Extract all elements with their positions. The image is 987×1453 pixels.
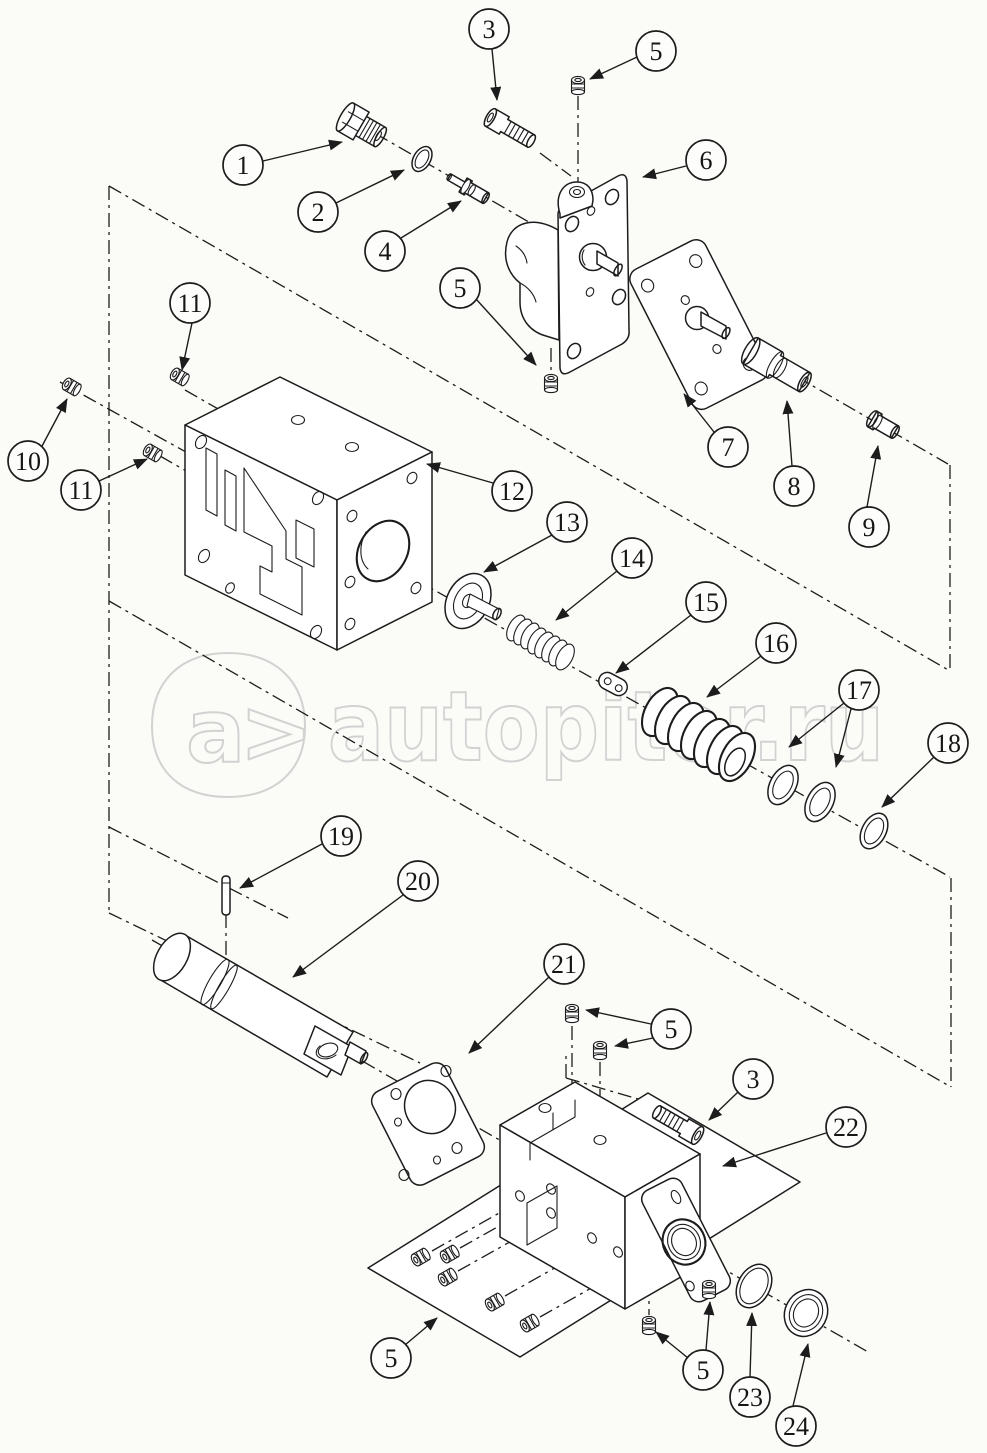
callout-6[interactable]: 6 [642, 139, 727, 181]
axis-screw3-bottom [565, 1056, 646, 1102]
part-set-screw-top [570, 75, 586, 96]
callout-8[interactable]: 8 [773, 400, 815, 507]
part-o-ring [735, 1263, 773, 1309]
part-hex-plug [335, 102, 388, 148]
svg-text:22: 22 [833, 1113, 859, 1142]
part-gasket-top [629, 239, 769, 411]
part-washer-17a [767, 764, 799, 806]
part-seal-ring [783, 1288, 829, 1338]
watermark-logo-blob [150, 651, 307, 799]
part-seal-washer [411, 145, 433, 173]
callout-17[interactable]: 17 [788, 669, 880, 768]
svg-text:5: 5 [454, 274, 467, 303]
svg-text:8: 8 [788, 472, 801, 501]
svg-text:21: 21 [551, 950, 577, 979]
svg-text:3: 3 [747, 1065, 760, 1094]
svg-text:5: 5 [650, 37, 663, 66]
callout-10[interactable]: 10 [7, 398, 68, 482]
callout-4[interactable]: 4 [364, 200, 462, 272]
boundary-diagonal-mid [108, 600, 952, 1088]
part-spring-large [640, 686, 757, 783]
callout-18[interactable]: 18 [881, 722, 969, 808]
part-link-plate [598, 671, 628, 697]
part-cap-screw-top [481, 106, 540, 152]
svg-text:5: 5 [385, 1344, 398, 1373]
callout-23[interactable]: 23 [729, 1312, 771, 1418]
svg-text:18: 18 [935, 729, 961, 758]
svg-text:11: 11 [177, 289, 202, 318]
callout-5-plate[interactable]: 5 [370, 1317, 438, 1379]
callout-5-bottom[interactable]: 5 [655, 1301, 724, 1391]
callout-11-upper[interactable]: 11 [169, 282, 211, 371]
svg-text:11: 11 [68, 476, 93, 505]
callout-1[interactable]: 1 [222, 139, 343, 186]
callout-12[interactable]: 12 [426, 462, 533, 512]
part-valve-cover [504, 174, 630, 375]
callout-3-top[interactable]: 3 [468, 8, 510, 101]
part-pin [221, 875, 231, 916]
svg-text:4: 4 [379, 237, 392, 266]
callout-13[interactable]: 13 [483, 501, 588, 573]
callout-2[interactable]: 2 [297, 169, 405, 233]
callout-5-mid[interactable]: 5 [439, 267, 537, 366]
axis-screw3-top [539, 152, 572, 177]
svg-text:17: 17 [846, 676, 872, 705]
callout-20[interactable]: 20 [292, 860, 439, 978]
svg-text:12: 12 [499, 477, 525, 506]
part-bushing [740, 336, 812, 393]
part-set-screw-10 [59, 376, 84, 398]
part-set-screw-11a [167, 366, 192, 388]
watermark-logo-text: a> [186, 680, 307, 783]
svg-text:24: 24 [783, 1412, 809, 1441]
part-lower-valve-body [499, 1081, 732, 1310]
part-washer-18 [859, 812, 889, 850]
part-spring-small [506, 614, 575, 671]
svg-text:23: 23 [737, 1383, 763, 1412]
svg-text:5: 5 [697, 1356, 710, 1385]
callout-9[interactable]: 9 [848, 445, 890, 548]
part-retainer-disc [444, 572, 502, 630]
part-set-screw-e [641, 1315, 657, 1336]
callout-24[interactable]: 24 [775, 1343, 817, 1447]
svg-text:6: 6 [700, 146, 713, 175]
callout-21[interactable]: 21 [468, 943, 585, 1054]
callout-5-top[interactable]: 5 [589, 30, 677, 80]
svg-text:14: 14 [619, 544, 645, 573]
part-fitting [865, 410, 900, 439]
svg-text:9: 9 [863, 513, 876, 542]
svg-text:15: 15 [693, 588, 719, 617]
callout-14[interactable]: 14 [555, 537, 653, 621]
callout-22[interactable]: 22 [722, 1106, 867, 1168]
axis-pin [108, 826, 289, 919]
svg-text:1: 1 [237, 151, 250, 180]
svg-text:3: 3 [483, 15, 496, 44]
callout-16[interactable]: 16 [706, 622, 797, 698]
svg-text:10: 10 [15, 447, 41, 476]
callout-7[interactable]: 7 [683, 393, 749, 468]
callout-11-lower[interactable]: 11 [60, 458, 148, 511]
part-set-screw-mid [543, 373, 559, 394]
svg-text:5: 5 [665, 1015, 678, 1044]
part-washer-17b [804, 781, 836, 823]
svg-text:16: 16 [763, 629, 789, 658]
callout-15[interactable]: 15 [615, 581, 727, 674]
part-valve-stem [446, 173, 491, 205]
svg-text:13: 13 [554, 508, 580, 537]
svg-text:19: 19 [328, 822, 354, 851]
part-main-valve-body [184, 376, 433, 651]
part-gasket-lower [370, 1062, 486, 1186]
callouts-layer: 1 2 3 4 5 6 5 11 10 11 12 13 [7, 8, 969, 1447]
part-spool [152, 932, 369, 1078]
callout-19[interactable]: 19 [239, 815, 362, 889]
svg-text:2: 2 [312, 198, 325, 227]
parts-layer [59, 75, 900, 1358]
svg-text:20: 20 [405, 867, 431, 896]
part-set-screw-f [701, 1279, 717, 1300]
callout-3-bottom[interactable]: 3 [708, 1058, 774, 1121]
svg-text:7: 7 [722, 433, 735, 462]
callout-5-lower-top[interactable]: 5 [585, 1007, 692, 1050]
part-set-screw-d [592, 1040, 608, 1061]
part-set-screw-c [564, 1003, 580, 1024]
